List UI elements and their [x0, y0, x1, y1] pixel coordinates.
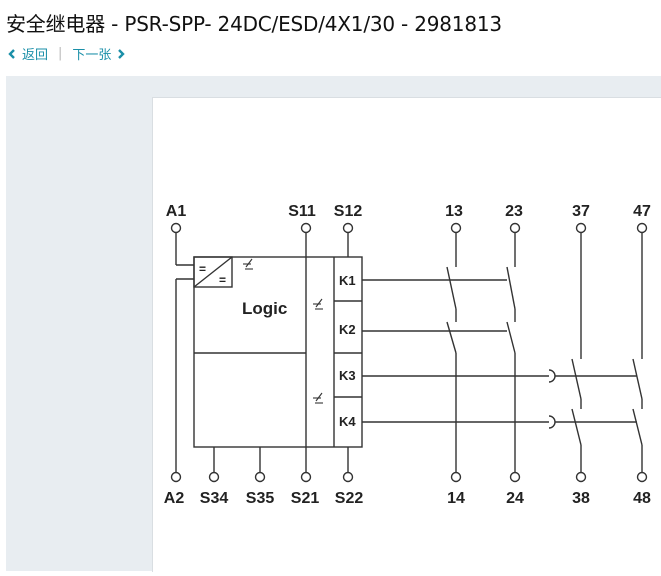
relay-label-k1: K1: [339, 273, 356, 288]
terminal-label-s11: S11: [288, 203, 316, 220]
terminal-label-a1: A1: [166, 203, 187, 220]
terminal-label-13: 13: [445, 203, 463, 220]
terminal-label-a2: A2: [164, 490, 185, 507]
terminal-label-s21: S21: [291, 490, 320, 507]
page-title: 安全继电器 - PSR-SPP- 24DC/ESD/4X1/30 - 29818…: [6, 12, 502, 36]
isolation-icon: [243, 258, 253, 270]
next-link[interactable]: 下一张: [72, 44, 127, 63]
back-label: 返回: [22, 48, 49, 63]
wiring-diagram: = = Logic K1 K2 K3 K4 A1 S11 S12 13 23 3…: [164, 203, 651, 507]
terminal-label-23: 23: [505, 203, 523, 220]
image-navigation: 返回 | 下一张: [6, 44, 127, 63]
terminal-label-47: 47: [633, 203, 651, 220]
chevron-right-icon: [118, 48, 126, 59]
terminal-label-24: 24: [506, 490, 524, 507]
terminal-label-14: 14: [447, 490, 465, 507]
terminal-label-38: 38: [572, 490, 590, 507]
isolation-icon: [313, 392, 323, 404]
converter-label-top: =: [199, 262, 206, 276]
wiring-diagram-image: = = Logic K1 K2 K3 K4 A1 S11 S12 13 23 3…: [152, 97, 661, 572]
terminal-label-48: 48: [633, 490, 651, 507]
terminal-label-s12: S12: [334, 203, 363, 220]
terminal-label-37: 37: [572, 203, 590, 220]
converter-label-bottom: =: [219, 273, 226, 287]
nav-divider: |: [58, 46, 63, 61]
logic-label: Logic: [242, 299, 287, 318]
terminal-label-s22: S22: [335, 490, 364, 507]
terminal-label-s34: S34: [200, 490, 229, 507]
next-label: 下一张: [72, 48, 112, 63]
isolation-icon: [313, 298, 323, 310]
relay-label-k4: K4: [339, 414, 356, 429]
terminal-label-s35: S35: [246, 490, 275, 507]
relay-module-box: [193, 256, 363, 448]
back-link[interactable]: 返回: [6, 44, 48, 63]
chevron-left-icon: [8, 48, 15, 59]
relay-label-k3: K3: [339, 368, 356, 383]
relay-label-k2: K2: [339, 322, 356, 337]
